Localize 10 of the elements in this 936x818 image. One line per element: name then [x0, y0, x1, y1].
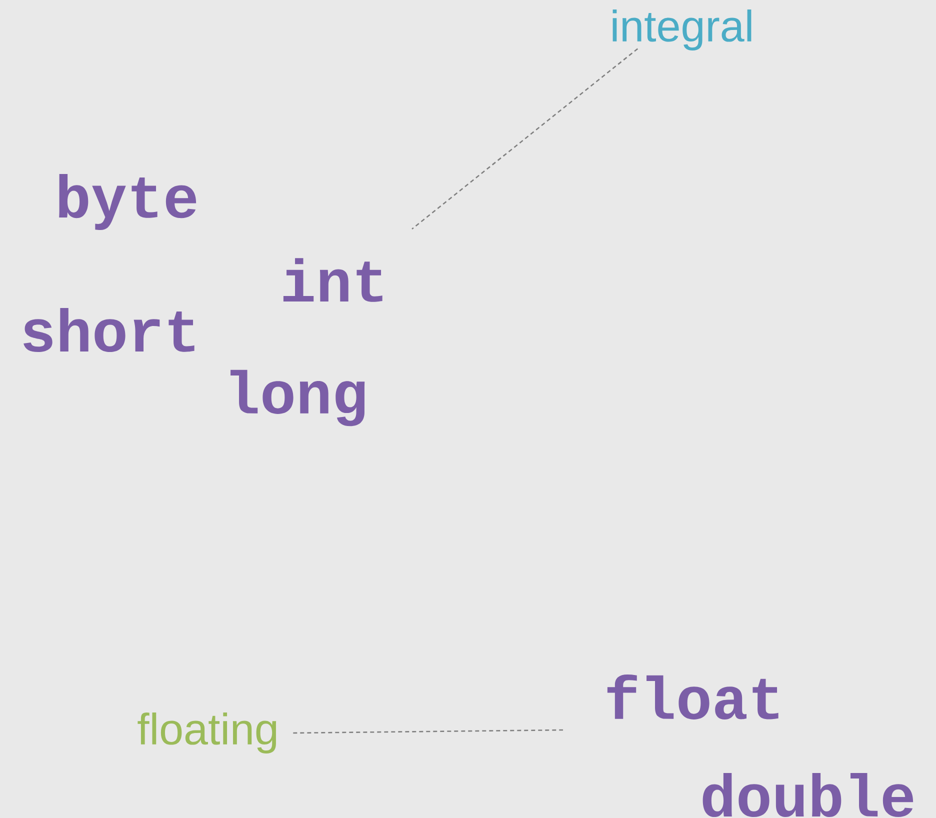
leader-line	[412, 48, 638, 230]
type-keyword: float	[607, 674, 778, 720]
type-keyword: byte	[59, 174, 196, 230]
type-keyword: int	[283, 258, 382, 302]
type-keyword: short	[24, 308, 194, 352]
type-keyword: double	[702, 772, 914, 818]
leader-line	[293, 729, 564, 734]
category-label: integral	[612, 10, 752, 50]
type-keyword: long	[230, 370, 365, 426]
category-label: floating	[138, 712, 276, 754]
